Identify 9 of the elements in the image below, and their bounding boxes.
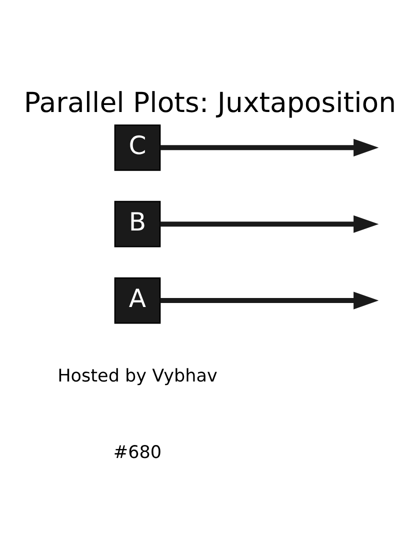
label: #680 xyxy=(113,442,162,463)
arrow xyxy=(160,214,379,232)
node-box: B xyxy=(114,200,161,247)
diagram-title: Parallel Plots: Juxtaposition xyxy=(24,86,396,119)
node-box: A xyxy=(114,276,161,324)
arrow xyxy=(160,138,379,156)
label: Hosted by Vybhav xyxy=(58,366,218,386)
node-box: C xyxy=(114,124,161,170)
arrow xyxy=(160,291,379,309)
